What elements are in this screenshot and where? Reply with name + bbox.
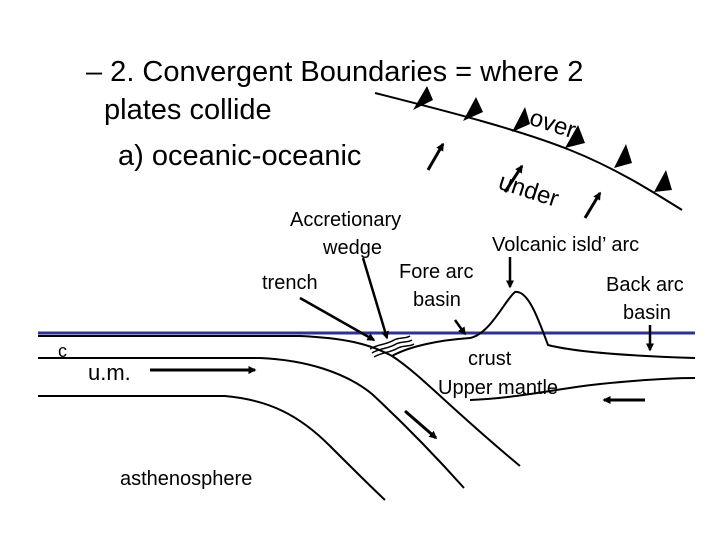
fore-arc-basin-label-1: Fore arc [399, 261, 474, 283]
heading-line-2: plates collide [104, 94, 272, 126]
accretionary-wedge [369, 335, 415, 358]
trench-arrow [299, 296, 376, 342]
trench-label: trench [262, 272, 318, 294]
subheading: a) oceanic-oceanic [118, 140, 362, 172]
subducting-plate-middle [38, 357, 465, 489]
heading-line-1: – 2. Convergent Boundaries = where 2 [86, 56, 584, 88]
back-arc-basin-label-1: Back arc [606, 274, 684, 296]
crust-label: crust [468, 348, 512, 370]
fore-arc-basin-label-2: basin [413, 289, 461, 311]
subducting-plate-bottom [38, 395, 386, 501]
asthenosphere-label: asthenosphere [120, 468, 253, 490]
subducting-plate-top [38, 335, 521, 467]
fore-arc-arrow [453, 319, 467, 336]
accretionary-wedge-label-2: wedge [323, 237, 382, 259]
overriding-plate-base [469, 377, 696, 401]
accretionary-wedge-label-1: Accretionary [290, 209, 402, 231]
upper-mantle-label-left: u.m. [88, 360, 131, 385]
inset-arrow-left [426, 142, 445, 171]
volcanic-arc-label: Volcanic isld’ arc [492, 234, 640, 256]
back-arc-basin-label-2: basin [623, 302, 671, 324]
inset-arrow-right [583, 191, 602, 219]
overriding-plate-line [374, 92, 683, 211]
wedge-arrow [361, 257, 389, 340]
upper-mantle-label: Upper mantle [438, 377, 559, 399]
thrust-sawteeth [413, 86, 672, 192]
slab-motion-arrow [404, 409, 438, 440]
crust-label-left: c [58, 341, 67, 361]
overriding-plate-surface [391, 290, 696, 359]
inset-arrow-middle [503, 164, 524, 193]
